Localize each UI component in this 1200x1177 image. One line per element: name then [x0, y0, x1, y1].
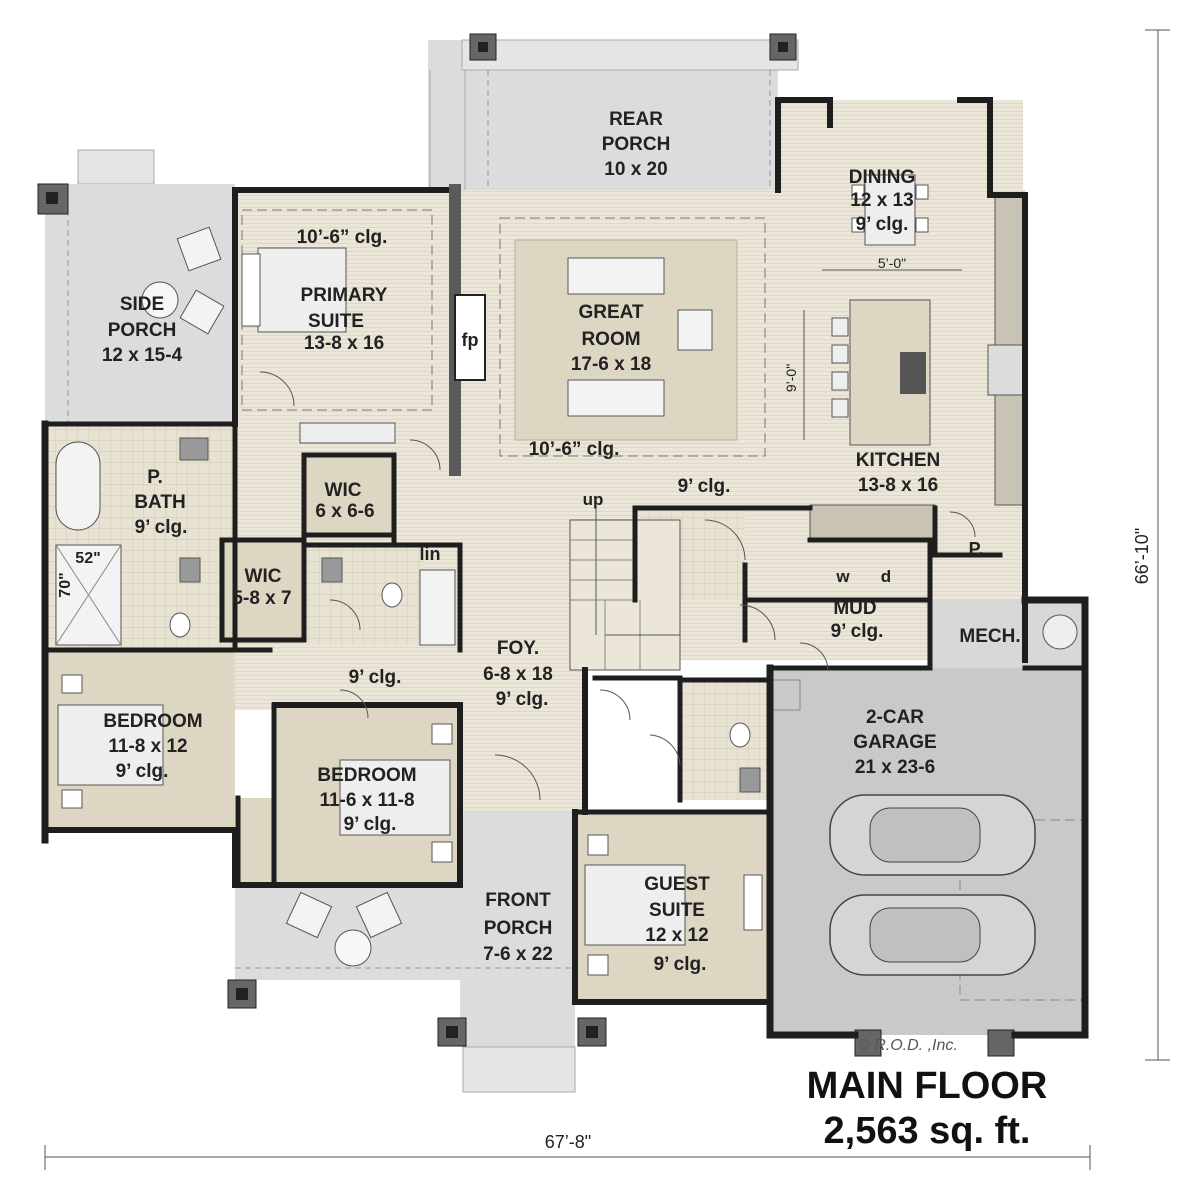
- rear-porch-area: [428, 33, 799, 190]
- front-porch-area: [227, 812, 607, 1093]
- chair-icon: [285, 891, 403, 967]
- stairs-up-label: up: [583, 490, 604, 509]
- copyright-label: © R.O.D. ,Inc.: [858, 1037, 958, 1054]
- dining-table: [851, 174, 929, 246]
- side-porch-size: 12 x 15-4: [102, 345, 183, 366]
- rear-porch-label: REAR: [609, 109, 663, 130]
- kitchen-label: KITCHEN: [856, 450, 940, 471]
- bedroom-2-ceiling: 9’ clg.: [344, 814, 397, 835]
- bed-icon: [241, 247, 396, 444]
- closet-floor: [238, 798, 274, 883]
- side-porch-label-2: PORCH: [108, 320, 177, 341]
- linen-label: lin: [420, 544, 441, 564]
- plan-title: MAIN FLOOR: [807, 1065, 1048, 1107]
- pantry-label: P.: [969, 539, 984, 559]
- front-porch-label-2: PORCH: [484, 918, 553, 939]
- wic-1-floor: [304, 455, 394, 535]
- side-porch-label: SIDE: [120, 294, 164, 315]
- primary-label: PRIMARY: [301, 285, 388, 306]
- stairs: [569, 505, 681, 671]
- guest-suite-label: GUEST: [644, 874, 710, 895]
- wic-2-label: WIC: [245, 566, 282, 587]
- front-porch-label: FRONT: [485, 890, 551, 911]
- plan-area: 2,563 sq. ft.: [824, 1110, 1031, 1152]
- rear-porch-size: 10 x 20: [604, 159, 667, 180]
- foyer-ceiling: 9’ clg.: [496, 689, 549, 710]
- overall-width-label: 67’-8": [545, 1132, 591, 1152]
- dimension-lines: [44, 29, 1170, 1170]
- bed-icon: [57, 674, 763, 976]
- garage-area: [769, 600, 1085, 1057]
- garage-label-2: GARAGE: [853, 732, 936, 753]
- tray-ceiling-outline: [499, 217, 766, 457]
- kitchen-island: [809, 194, 1024, 541]
- guest-suite-size: 12 x 12: [645, 925, 708, 946]
- great-room-size: 17-6 x 18: [571, 354, 651, 375]
- bedroom-1-ceiling: 9’ clg.: [116, 761, 169, 782]
- guest-suite-ceiling: 9’ clg.: [654, 954, 707, 975]
- p-bath-label: P.: [147, 467, 163, 488]
- dining-label: DINING: [849, 167, 916, 188]
- bathtub-icon: [55, 441, 122, 646]
- kitchen-size: 13-8 x 16: [858, 475, 938, 496]
- garage-size: 21 x 23-6: [855, 757, 935, 778]
- shower-depth-label: 70": [57, 572, 74, 597]
- mech-label: MECH.: [959, 626, 1020, 647]
- foyer-label: FOY.: [497, 638, 539, 659]
- side-porch-area: [37, 149, 235, 424]
- toilet-icon: [169, 437, 761, 793]
- sofa-icon: [567, 257, 713, 417]
- dining-size: 12 x 13: [850, 190, 913, 211]
- rear-porch-label-2: PORCH: [602, 134, 671, 155]
- great-room-label: GREAT: [578, 302, 643, 323]
- wic-2-size: 5-8 x 7: [232, 588, 291, 609]
- bedroom-1-size: 11-8 x 12: [108, 736, 187, 757]
- chair-icon: [141, 226, 225, 335]
- door-swing: [259, 371, 976, 801]
- primary-label-2: SUITE: [308, 311, 364, 332]
- garage-label: 2-CAR: [866, 707, 924, 728]
- primary-size: 13-8 x 16: [304, 333, 384, 354]
- washer-label: w: [835, 567, 850, 586]
- p-bath-label-2: BATH: [134, 492, 185, 513]
- dryer-label: d: [881, 567, 891, 586]
- dining-ceiling: 9’ clg.: [856, 214, 909, 235]
- fireplace-label: fp: [462, 330, 479, 350]
- wic-1-size: 6 x 6-6: [315, 501, 374, 522]
- fireplace-icon: [454, 294, 486, 381]
- center-ceiling: 9’ clg.: [678, 476, 731, 497]
- bedroom-2-label: BEDROOM: [317, 765, 416, 786]
- hall-ceiling: 9’ clg.: [349, 667, 402, 688]
- p-bath-ceiling: 9’ clg.: [135, 517, 188, 538]
- overall-depth-label: 66’-10": [1132, 528, 1152, 584]
- great-room-ceiling: 10’-6” clg.: [529, 439, 620, 460]
- island-width-label: 5’-0": [878, 255, 906, 271]
- primary-ceiling: 10’-6” clg.: [297, 227, 388, 248]
- mud-ceiling: 9’ clg.: [831, 621, 884, 642]
- wic-1-label: WIC: [325, 480, 362, 501]
- front-porch-size: 7-6 x 22: [483, 944, 553, 965]
- mud-label: MUD: [833, 598, 876, 619]
- foyer-size: 6-8 x 18: [483, 664, 553, 685]
- bedroom-2-size: 11-6 x 11-8: [319, 790, 414, 811]
- car-icon: [829, 794, 1036, 976]
- island-length-label: 9’-0": [783, 364, 799, 392]
- great-room-label-2: ROOM: [581, 329, 640, 350]
- shower-width-label: 52": [75, 550, 100, 567]
- bedroom-1-label: BEDROOM: [103, 711, 202, 732]
- guest-suite-label-2: SUITE: [649, 900, 705, 921]
